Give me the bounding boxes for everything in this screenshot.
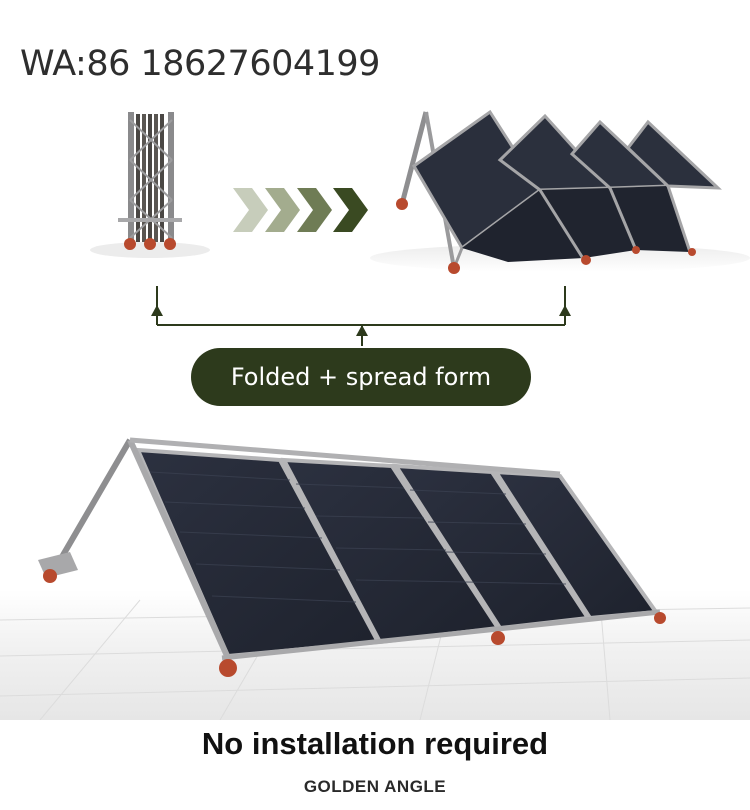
folded-vs-spread-illustration: [90, 109, 750, 274]
whatsapp-contact: WA:86 18627604199: [20, 44, 380, 84]
spread-panel-unit: [396, 109, 722, 274]
bracket-connector: [151, 286, 571, 346]
solar-panels: [127, 437, 661, 661]
headline: No installation required: [201, 726, 549, 761]
chevron-arrows-icon: [233, 188, 368, 232]
form-label-pill: Folded + spread form: [191, 348, 531, 406]
folded-panel-unit: [118, 112, 182, 250]
spread-panels-photo: [0, 437, 750, 720]
subtitle: GOLDEN ANGLE: [303, 777, 447, 796]
